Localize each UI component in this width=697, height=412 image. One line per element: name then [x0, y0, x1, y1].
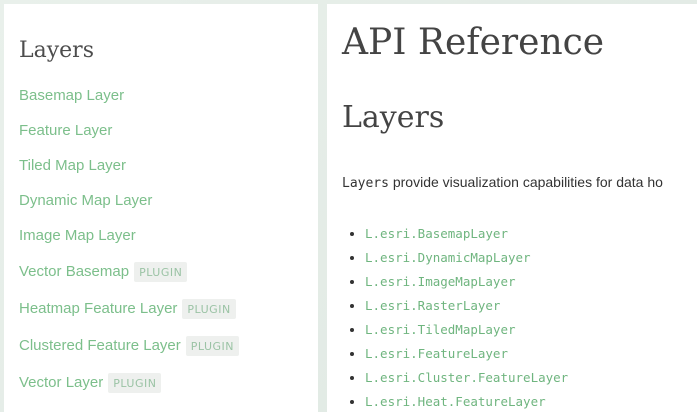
plugin-badge: PLUGIN [182, 298, 236, 319]
sidebar-item-image-map-layer: Image Map Layer [19, 218, 239, 253]
list-item: L.esri.RasterLayer [365, 294, 568, 318]
sidebar-title: Layers [19, 38, 94, 63]
plugin-badge: PLUGIN [185, 335, 240, 356]
sidebar-item-basemap-layer: Basemap Layer [19, 78, 239, 113]
sidebar-link-heatmap-feature-layer[interactable]: Heatmap Feature Layer [19, 300, 178, 317]
sidebar-item-heatmap-feature-layer: Heatmap Feature Layer PLUGIN [19, 290, 239, 327]
class-link-rasterlayer[interactable]: L.esri.RasterLayer [365, 298, 501, 313]
class-link-heat-featurelayer[interactable]: L.esri.Heat.FeatureLayer [365, 394, 546, 409]
sidebar-link-basemap-layer[interactable]: Basemap Layer [19, 87, 125, 104]
main-content: API Reference Layers Layers provide visu… [327, 4, 697, 412]
plugin-badge: PLUGIN [134, 261, 188, 282]
class-link-featurelayer[interactable]: L.esri.FeatureLayer [365, 346, 508, 361]
list-item: L.esri.BasemapLayer [365, 222, 568, 246]
sidebar-nav: Basemap Layer Feature Layer Tiled Map La… [19, 78, 240, 401]
sidebar-item-vector-basemap: Vector Basemap PLUGIN [19, 253, 239, 290]
sidebar-link-vector-layer[interactable]: Vector Layer [19, 374, 104, 391]
list-item: L.esri.DynamicMapLayer [365, 246, 568, 270]
intro-code: Layers [342, 176, 389, 191]
sidebar-item-feature-layer: Feature Layer [19, 113, 239, 148]
list-item: L.esri.ImageMapLayer [365, 270, 568, 294]
list-item: L.esri.Cluster.FeatureLayer [365, 366, 568, 390]
sidebar-item-vector-layer: Vector Layer PLUGIN [19, 364, 239, 401]
page-title: API Reference [342, 22, 605, 63]
sidebar-item-dynamic-map-layer: Dynamic Map Layer [19, 183, 239, 218]
sidebar-link-feature-layer[interactable]: Feature Layer [19, 122, 113, 139]
intro-paragraph: Layers provide visualization capabilitie… [342, 174, 663, 191]
class-link-cluster-featurelayer[interactable]: L.esri.Cluster.FeatureLayer [365, 370, 569, 385]
list-item: L.esri.Heat.FeatureLayer [365, 390, 568, 412]
sidebar-item-tiled-map-layer: Tiled Map Layer [19, 148, 239, 183]
section-title: Layers [342, 100, 445, 135]
sidebar-link-dynamic-map-layer[interactable]: Dynamic Map Layer [19, 192, 153, 209]
list-item: L.esri.FeatureLayer [365, 342, 568, 366]
sidebar-link-clustered-feature-layer[interactable]: Clustered Feature Layer [19, 337, 181, 354]
list-item: L.esri.TiledMapLayer [365, 318, 568, 342]
sidebar: Layers Basemap Layer Feature Layer Tiled… [4, 4, 318, 412]
class-link-imagemaplayer[interactable]: L.esri.ImageMapLayer [365, 274, 516, 289]
sidebar-link-tiled-map-layer[interactable]: Tiled Map Layer [19, 157, 126, 174]
class-list: L.esri.BasemapLayer L.esri.DynamicMapLay… [351, 222, 568, 412]
sidebar-item-clustered-feature-layer: Clustered Feature Layer PLUGIN [19, 327, 240, 364]
plugin-badge: PLUGIN [108, 372, 162, 393]
class-link-basemaplayer[interactable]: L.esri.BasemapLayer [365, 226, 508, 241]
intro-text: provide visualization capabilities for d… [388, 174, 663, 190]
sidebar-link-image-map-layer[interactable]: Image Map Layer [19, 227, 136, 244]
class-link-dynamicmaplayer[interactable]: L.esri.DynamicMapLayer [365, 250, 531, 265]
sidebar-link-vector-basemap[interactable]: Vector Basemap [19, 263, 130, 280]
class-link-tiledmaplayer[interactable]: L.esri.TiledMapLayer [365, 322, 516, 337]
